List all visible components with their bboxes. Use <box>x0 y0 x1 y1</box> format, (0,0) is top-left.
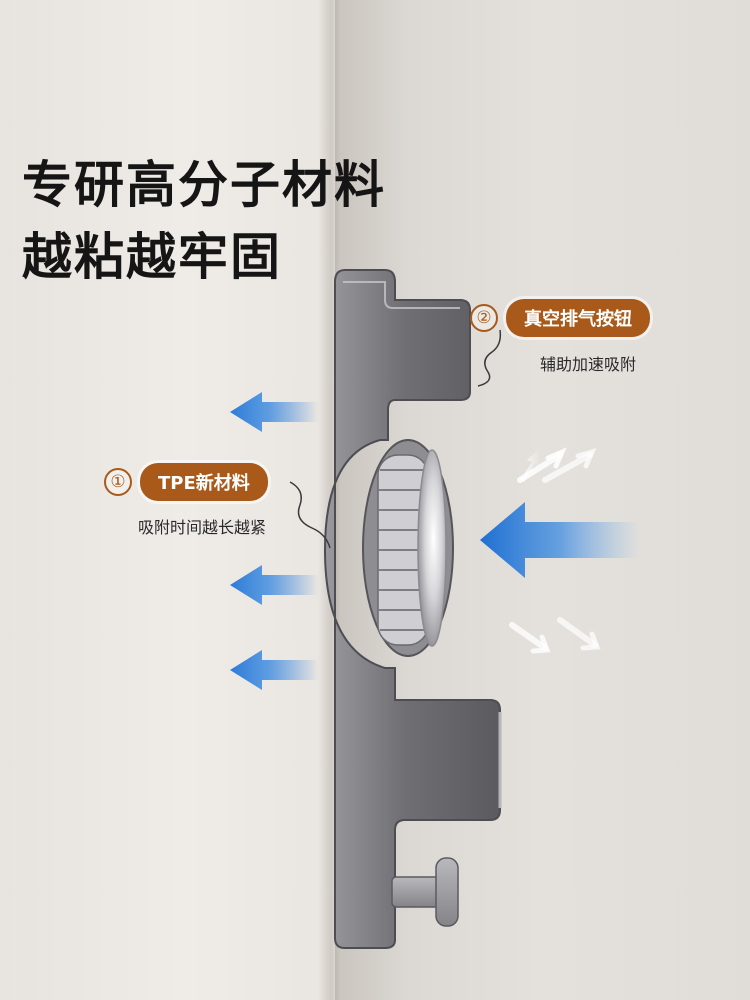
callout-leader-lines <box>289 329 502 549</box>
headline-line-2: 越粘越牢固 <box>22 228 282 286</box>
vacuum-dial <box>362 439 454 657</box>
callout-label-2: 真空排气按钮 <box>506 299 650 337</box>
hook-body <box>323 269 502 949</box>
exhaust-arrow-icon <box>509 447 601 654</box>
callout-description-1: 吸附时间越长越紧 <box>138 518 267 537</box>
suction-arrow-icon <box>230 392 318 690</box>
callout-vacuum-button: ② 真空排气按钮 <box>470 299 650 337</box>
callout-description-2: 辅助加速吸附 <box>540 355 637 374</box>
callout-number-2: ② <box>470 304 498 332</box>
callout-tpe-material: ① TPE新材料 <box>104 463 268 501</box>
hook-knob <box>391 857 459 927</box>
callout-number-1: ① <box>104 468 132 496</box>
suction-arrow-icon <box>480 502 640 578</box>
headline-line-1: 专研高分子材料 <box>22 156 386 214</box>
callout-label-1: TPE新材料 <box>140 463 268 501</box>
